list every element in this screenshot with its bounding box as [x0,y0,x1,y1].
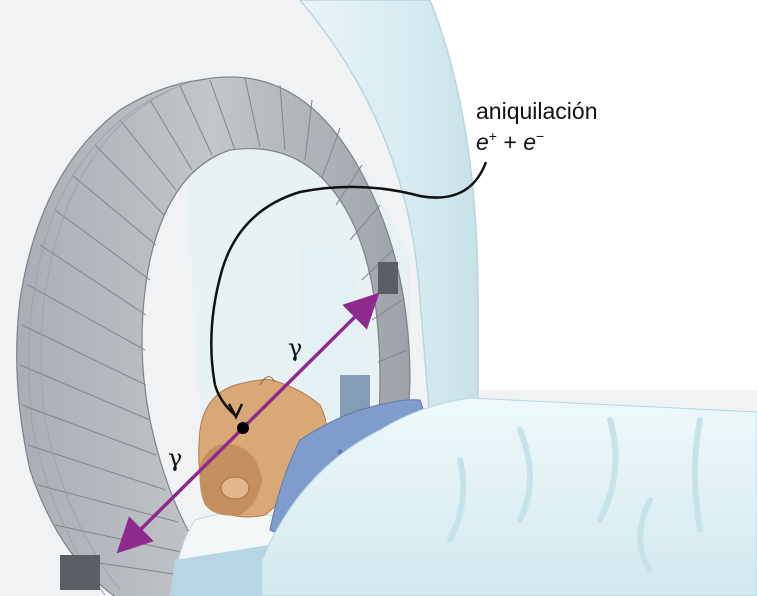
detector-ring [16,76,411,596]
annihilation-point [237,422,249,434]
particle-electron-symbol: e [523,129,536,155]
annihilation-leader-line [210,161,488,416]
detector-block-dark-lower [60,555,100,590]
scanner-tunnel [300,245,370,420]
particle-positron-symbol: e [476,129,489,155]
gamma-label-lower: γ [168,444,183,472]
annihilation-label: aniquilación [476,98,598,124]
positron-electron-equation: e+ + e− [476,128,544,156]
bed-sheet [261,397,757,596]
detector-block-dark-upper [378,262,398,294]
leader-arrowhead [227,403,244,420]
detector-blocks [19,77,408,581]
gamma-ray-arrow-upper [241,292,380,430]
gamma-rays [116,292,380,554]
gamma-ray-arrow-lower [116,426,245,554]
electron-charge: − [536,128,545,144]
positron-charge: + [488,128,497,144]
equation-operator: + [503,129,517,155]
gamma-label-upper: γ [288,334,303,362]
